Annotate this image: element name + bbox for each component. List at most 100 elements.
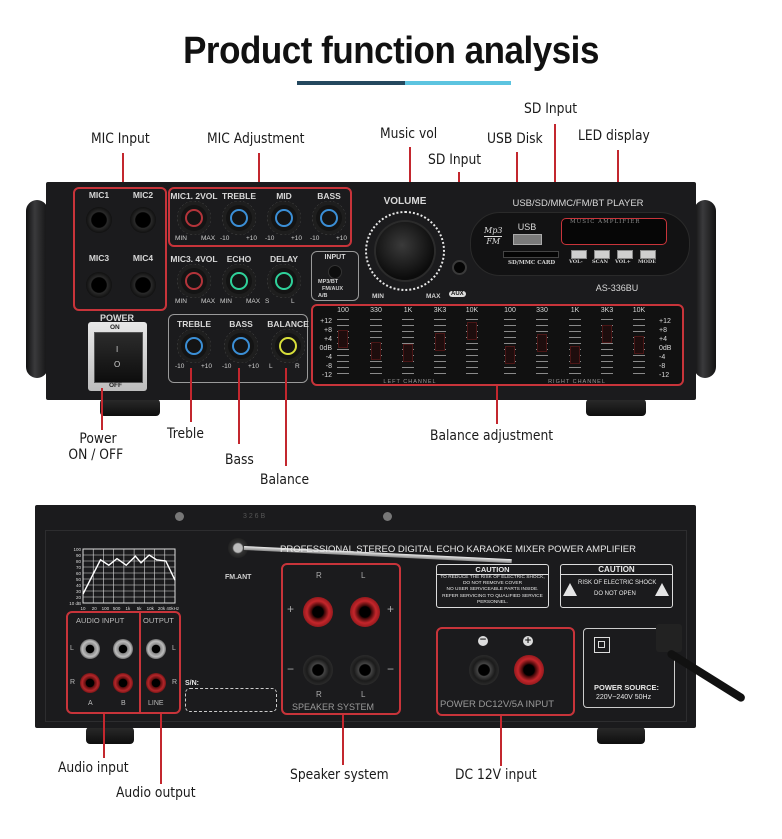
dc-negative-post[interactable] [469,655,499,685]
eq-tick [402,325,414,326]
fm-antenna-jack[interactable] [228,538,248,558]
freq-chart-ytick-0: 100 [73,547,81,552]
back-headline: PROFESSIONAL STEREO DIGITAL ECHO KARAOKE… [280,544,636,555]
eq-scale-left-3: 0dB [319,345,332,352]
callout-line-speaker-system [342,715,344,765]
mic1-jack[interactable] [86,207,112,233]
eq-scale-left-0: +12 [320,318,332,325]
audio-in-a-right-rca[interactable] [80,673,100,693]
audio-in-b-left-rca[interactable] [113,639,133,659]
eq-tick [536,325,548,326]
eq-scale-right-0: +12 [659,318,671,325]
usb-port[interactable] [513,234,542,245]
mic-top-treble-knob[interactable] [226,205,252,231]
power-rocker-switch[interactable] [94,332,143,383]
mic-bottom-echo-max: MAX [246,298,261,305]
sd-card-label: SD/MMC CARD [508,260,556,266]
caution1-body: TO REDUCE THE RISK OF ELECTRIC SHOCK,DO … [436,575,549,606]
callout-audio-output: Audio output [116,785,196,801]
mic-top-mid-knob-ring [275,209,293,227]
tone-bass-knob[interactable] [228,333,254,359]
callout-line-mic-adjustment [258,153,260,191]
caution-label-1 [436,564,549,608]
sd-card-slot[interactable] [503,251,559,258]
output-right-rca[interactable] [146,673,166,693]
mic-bottom-delay-label: DELAY [269,254,299,264]
eq-tick [337,355,349,356]
mic-bottom-echo-label: ECHO [226,254,252,264]
speaker-r-negative-post[interactable] [303,655,333,685]
power-off-label: OFF [109,382,122,389]
eq-slider-thumb-2[interactable] [403,344,413,362]
tone-balance-knob[interactable] [275,333,301,359]
eq-slider-thumb-1[interactable] [371,342,381,360]
caution1-line-3: REFER SERVICING TO QUALIFIED SERVICE [442,593,543,599]
tone-treble-max: +10 [201,363,213,370]
mic4-label: MIC4 [132,253,154,263]
fm-logo-text: FM [486,237,501,246]
eq-slider-thumb-7[interactable] [570,346,580,364]
eq-slider-thumb-5[interactable] [505,346,515,364]
output-line-label: LINE [148,700,164,707]
eq-band-label-1: 330 [370,307,382,314]
mic-bottom-mic3-4vol-knob[interactable] [181,268,207,294]
aux-jack[interactable] [452,260,467,275]
freq-chart-xtick-5: 5k [137,606,143,611]
mic-top-mid-knob[interactable] [271,205,297,231]
eq-slider-thumb-3[interactable] [435,333,445,351]
mic-top-bass-knob[interactable] [316,205,342,231]
speaker-r-positive-post[interactable] [303,597,333,627]
eq-tick [633,319,645,320]
eq-tick [633,355,645,356]
screw-left [175,512,184,521]
eq-slider-thumb-6[interactable] [537,334,547,352]
eq-slider-thumb-0[interactable] [338,330,348,348]
mic-top-mic1-2vol-knob[interactable] [181,205,207,231]
callout-line-treble [190,368,192,422]
power-source-value: 220V~240V 50Hz [596,694,652,701]
input-selector-button[interactable] [328,265,342,279]
page-title: Product function analysis [183,30,599,72]
tone-treble-knob[interactable] [181,333,207,359]
eq-tick [434,355,446,356]
audio-in-b-right-rca[interactable] [113,673,133,693]
mic-adjustment-group [168,187,352,247]
eq-tick [402,373,414,374]
speaker-l-negative-post[interactable] [350,655,380,685]
caution-label-2 [560,564,673,608]
caution2-line1: RISK OF ELECTRIC SHOCK [578,580,657,586]
dc-positive-post[interactable] [514,655,544,685]
mic2-jack[interactable] [130,207,156,233]
eq-tick [536,319,548,320]
eq-scale-left-1: +8 [324,327,332,334]
speaker-l-positive-post[interactable] [350,597,380,627]
audio-in-a-left-rca[interactable] [80,639,100,659]
eq-tick [337,349,349,350]
player-button-vol[interactable] [571,250,587,259]
eq-slider-0[interactable] [337,319,349,377]
player-button-vol[interactable] [617,250,633,259]
mic3-jack[interactable] [86,272,112,298]
output-left-rca[interactable] [146,639,166,659]
eq-band-label-0: 100 [337,307,349,314]
tone-treble-knob-ring [185,337,203,355]
player-button-mode[interactable] [640,250,656,259]
eq-scale-right-6: -12 [659,372,670,379]
volume-knob[interactable] [376,222,434,280]
eq-slider-thumb-9[interactable] [634,336,644,354]
mic-bottom-echo-knob[interactable] [226,268,252,294]
speaker-l-bottom: L [361,690,366,699]
eq-tick [504,319,516,320]
mic-top-treble-max: +10 [246,235,258,242]
mic-bottom-delay-knob[interactable] [271,268,297,294]
mic-bottom-echo-min: MIN [220,298,232,305]
eq-slider-thumb-8[interactable] [602,325,612,343]
eq-tick [569,367,581,368]
eq-tick [601,361,613,362]
player-button-scan[interactable] [594,250,610,259]
mic4-jack[interactable] [130,272,156,298]
eq-tick [569,325,581,326]
eq-tick [569,319,581,320]
eq-slider-thumb-4[interactable] [467,322,477,340]
speaker-minus-right: − [387,662,395,676]
